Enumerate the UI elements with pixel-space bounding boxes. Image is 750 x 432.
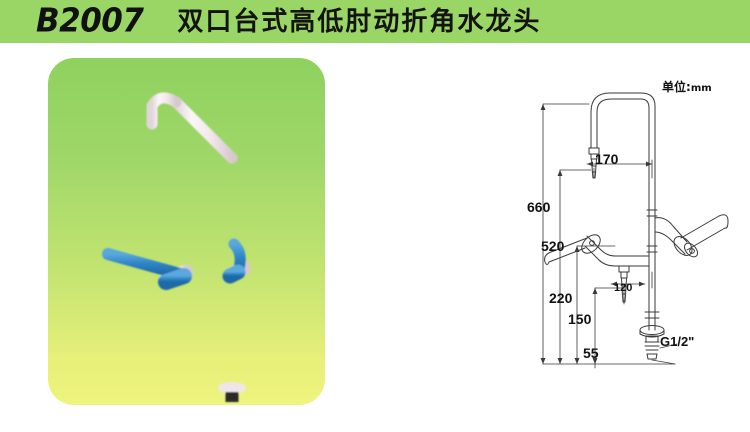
dimension-inlet-thread: G1/2" [660, 334, 695, 349]
technical-drawing-panel: 单位:mm [515, 60, 750, 390]
dimension-side-outlet-reach: 120 [614, 282, 633, 294]
unit-value: mm [690, 83, 712, 94]
dimension-upper-valve-height: 220 [549, 290, 573, 306]
product-photo [102, 92, 251, 405]
unit-label-text: 单位 [662, 80, 687, 94]
header-band: B2007 双口台式高低肘动折角水龙头 [0, 0, 750, 43]
technical-drawing [540, 92, 729, 369]
model-code: B2007 [36, 1, 144, 41]
dimension-overall-height: 660 [527, 199, 551, 215]
drawing-outline [540, 92, 729, 369]
page-title: 双口台式高低肘动折角水龙头 [177, 6, 542, 37]
dimension-lower-valve-height: 150 [568, 311, 592, 327]
dimension-spout-reach: 170 [595, 151, 619, 167]
dimension-spout-outlet-height: 520 [541, 238, 565, 254]
header-content: B2007 双口台式高低肘动折角水龙头 [0, 0, 750, 43]
faucet-illustration [102, 92, 251, 405]
unit-label: 单位:mm [662, 78, 712, 95]
dimension-base-offset: 55 [583, 345, 599, 361]
unit-separator: : [686, 80, 691, 94]
product-photo-panel [48, 58, 325, 405]
